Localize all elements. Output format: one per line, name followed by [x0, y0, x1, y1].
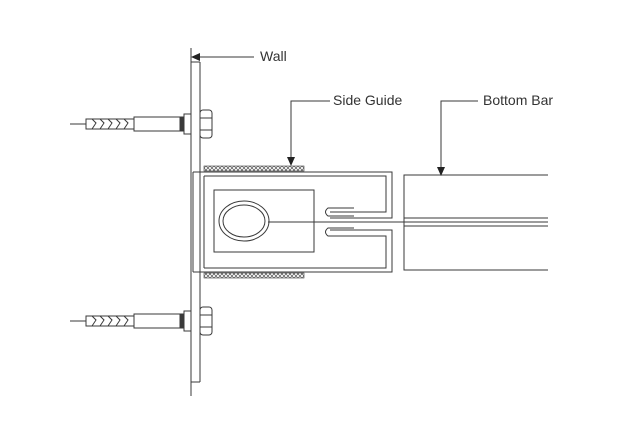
arrow-side-guide-icon — [287, 157, 295, 166]
anchor-bolt-bottom — [70, 306, 213, 336]
label-bottom-bar: Bottom Bar — [483, 92, 554, 108]
brush-strip-top — [203, 165, 305, 172]
leader-side-guide — [290, 100, 330, 160]
arrow-bottom-bar-icon — [437, 167, 445, 176]
arrow-wall-icon — [191, 53, 200, 61]
wall-surface — [190, 48, 201, 396]
guide-inner-housing — [213, 189, 315, 253]
brush-strip-bottom — [203, 272, 305, 279]
label-side-guide: Side Guide — [333, 92, 403, 108]
roller-circle — [218, 200, 270, 242]
bottom-bar — [403, 174, 548, 271]
label-wall: Wall — [260, 48, 287, 64]
leader-bottom-bar — [440, 100, 478, 172]
anchor-bolt-top — [70, 109, 213, 139]
side-guide-profile — [192, 164, 393, 280]
